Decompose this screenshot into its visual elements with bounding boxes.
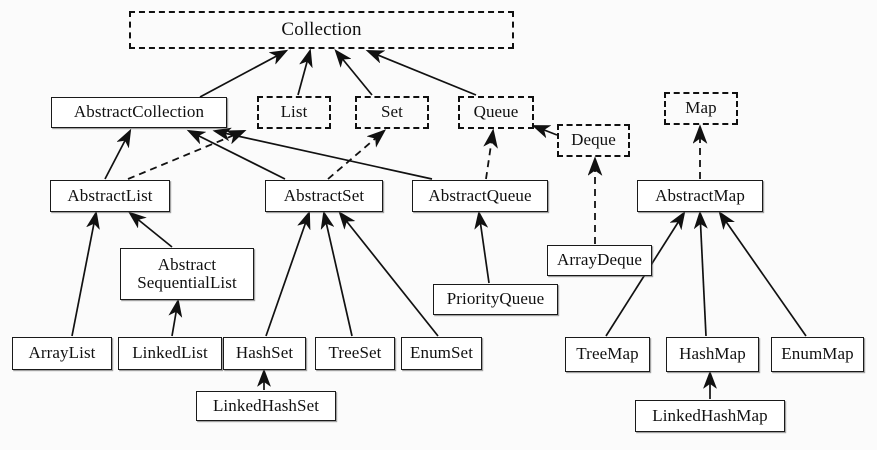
edge-abstractqueue-to-abstractcollection [215, 131, 433, 180]
edges-group [71, 51, 807, 399]
edge-abstractset-implements-set [327, 131, 384, 180]
node-abstract-collection[interactable]: AbstractCollection [51, 97, 227, 128]
node-abstract-queue[interactable]: AbstractQueue [412, 180, 548, 212]
node-label-enum-map: EnumMap [781, 344, 854, 364]
node-linked-hash-set[interactable]: LinkedHashSet [196, 391, 336, 421]
edge-abstractset-to-abstractcollection [189, 131, 286, 180]
edge-abstractlist-to-abstractcollection [104, 131, 130, 180]
node-label-array-list: ArrayList [28, 343, 96, 363]
node-abstract-set[interactable]: AbstractSet [265, 180, 383, 212]
node-map[interactable]: Map [664, 92, 738, 125]
edge-treeset-to-abstractset [324, 213, 353, 337]
edge-abstractqueue-implements-queue [486, 131, 493, 180]
edge-enumset-to-abstractset [340, 213, 439, 337]
node-label-tree-map: TreeMap [576, 344, 639, 364]
node-label-array-deque: ArrayDeque [556, 250, 642, 270]
node-array-list[interactable]: ArrayList [12, 337, 112, 370]
node-queue[interactable]: Queue [458, 96, 534, 129]
node-label-abstract-map: AbstractMap [655, 185, 745, 205]
node-label-abstract-queue: AbstractQueue [428, 185, 532, 205]
node-label-map: Map [685, 98, 717, 118]
node-label-abstract-sequential-list: Abstract SequentialList [137, 254, 237, 292]
node-array-deque[interactable]: ArrayDeque [547, 245, 652, 276]
node-list[interactable]: List [257, 96, 331, 129]
node-abstract-map[interactable]: AbstractMap [637, 180, 763, 212]
node-label-priority-queue: PriorityQueue [446, 289, 545, 309]
node-label-abstract-collection: AbstractCollection [73, 102, 205, 122]
node-tree-map[interactable]: TreeMap [565, 337, 650, 372]
node-label-tree-set: TreeSet [328, 343, 382, 363]
node-hash-map[interactable]: HashMap [666, 337, 759, 372]
edge-hashmap-to-abstractmap [700, 213, 706, 337]
node-label-deque: Deque [571, 130, 616, 150]
node-deque[interactable]: Deque [557, 124, 630, 157]
node-label-linked-hash-map: LinkedHashMap [652, 405, 768, 425]
node-set[interactable]: Set [355, 96, 429, 129]
node-label-linked-hash-set: LinkedHashSet [212, 395, 320, 415]
node-tree-set[interactable]: TreeSet [315, 337, 395, 370]
node-hash-set[interactable]: HashSet [223, 337, 306, 370]
edge-deque-to-queue [534, 126, 558, 135]
node-priority-queue[interactable]: PriorityQueue [433, 284, 558, 315]
node-collection[interactable]: Collection [129, 11, 514, 49]
edge-enummap-to-abstractmap [720, 213, 807, 337]
edge-arraylist-to-abstractlist [71, 213, 96, 337]
node-label-linked-list: LinkedList [132, 343, 208, 363]
node-label-abstract-set: AbstractSet [283, 185, 365, 205]
node-label-abstract-list: AbstractList [67, 185, 153, 205]
node-label-enum-set: EnumSet [409, 343, 474, 363]
edge-linkedlist-to-abstractsequentiallist [172, 301, 178, 337]
edge-abstractlist-implements-list [127, 131, 244, 180]
edge-abstractcollection-to-collection [199, 51, 286, 98]
node-linked-hash-map[interactable]: LinkedHashMap [635, 400, 785, 432]
node-abstract-list[interactable]: AbstractList [50, 180, 170, 212]
edge-set-to-collection [336, 51, 373, 96]
edge-list-to-collection [297, 51, 310, 96]
edge-abstractsequentiallist-to-abstractlist [130, 213, 173, 248]
node-label-list: List [280, 102, 308, 122]
edge-hashset-to-abstractset [265, 213, 309, 337]
node-label-set: Set [380, 102, 404, 122]
edge-queue-to-collection [368, 51, 477, 96]
node-abstract-sequential-list[interactable]: Abstract SequentialList [120, 248, 254, 300]
node-linked-list[interactable]: LinkedList [118, 337, 222, 370]
node-enum-map[interactable]: EnumMap [771, 337, 864, 372]
node-label-collection: Collection [281, 18, 362, 40]
edge-priorityqueue-to-abstractqueue [479, 213, 490, 284]
node-label-hash-set: HashSet [235, 343, 294, 363]
node-label-hash-map: HashMap [679, 344, 746, 364]
node-enum-set[interactable]: EnumSet [401, 337, 482, 370]
node-label-queue: Queue [473, 102, 519, 122]
